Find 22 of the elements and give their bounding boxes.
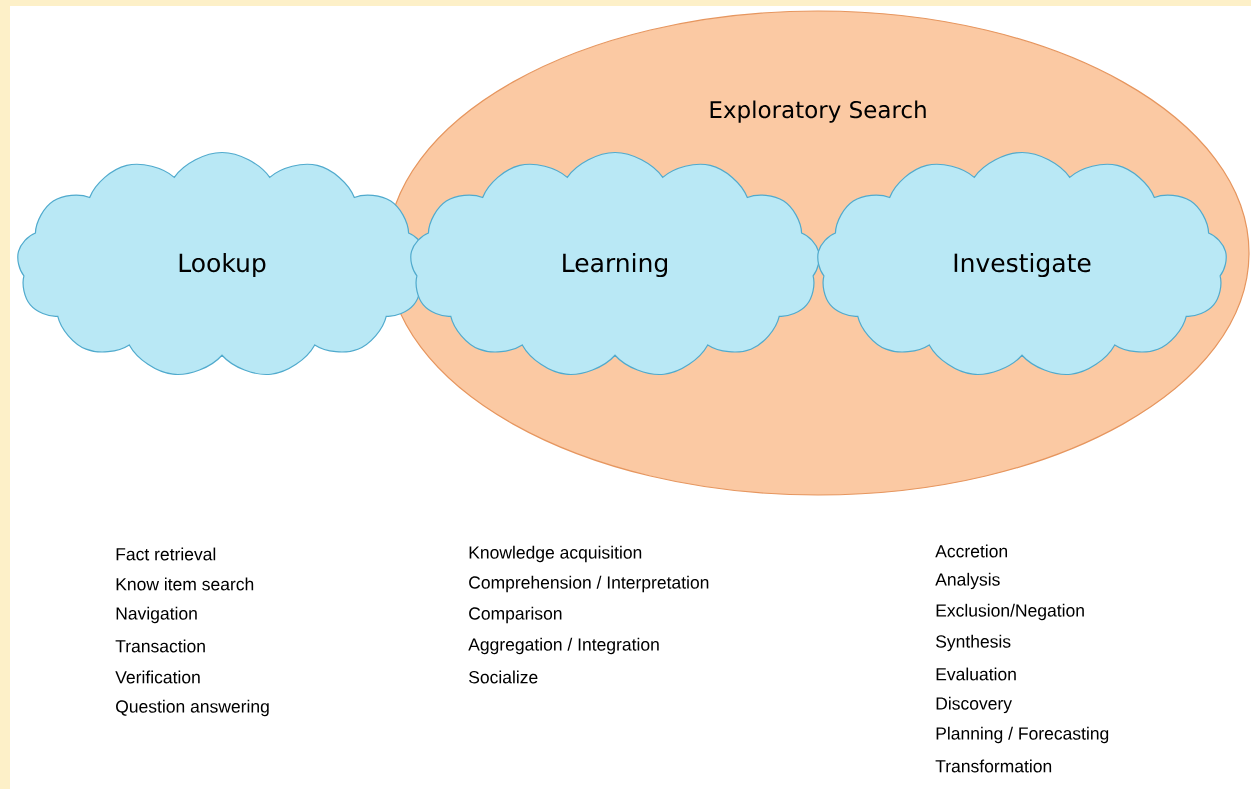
activity-list-item: Discovery: [936, 696, 1012, 714]
activity-list-item: Fact retrieval: [116, 547, 216, 561]
search-cloud: Learning: [410, 151, 820, 376]
activity-list-item: Planning / Forecasting: [936, 726, 1109, 744]
activity-list-item: Verification: [115, 670, 200, 684]
activity-list-item: Navigation: [116, 606, 197, 624]
activity-list-item: Exclusion/Negation: [936, 603, 1084, 621]
activity-list-item: Analysis: [935, 572, 1000, 590]
activity-list-item: Question answering: [116, 699, 269, 717]
activity-list-item: Accretion: [935, 544, 1007, 558]
activity-list-item: Knowledge acquisition: [469, 545, 642, 563]
activity-list-item: Synthesis: [936, 634, 1011, 652]
search-cloud: Investigate: [817, 151, 1227, 376]
activity-list-item: Know item search: [116, 577, 254, 591]
activity-list-item: Comparison: [469, 606, 562, 624]
activity-list-item: Transformation: [935, 759, 1052, 773]
search-cloud: Lookup: [17, 151, 427, 376]
activity-list-item: Comprehension / Interpretation: [469, 575, 709, 593]
activity-list-item: Aggregation / Integration: [468, 637, 659, 655]
activity-list-item: Socialize: [469, 670, 538, 684]
activity-list-item: Transaction: [115, 639, 205, 653]
activity-list-item: Evaluation: [936, 667, 1016, 681]
